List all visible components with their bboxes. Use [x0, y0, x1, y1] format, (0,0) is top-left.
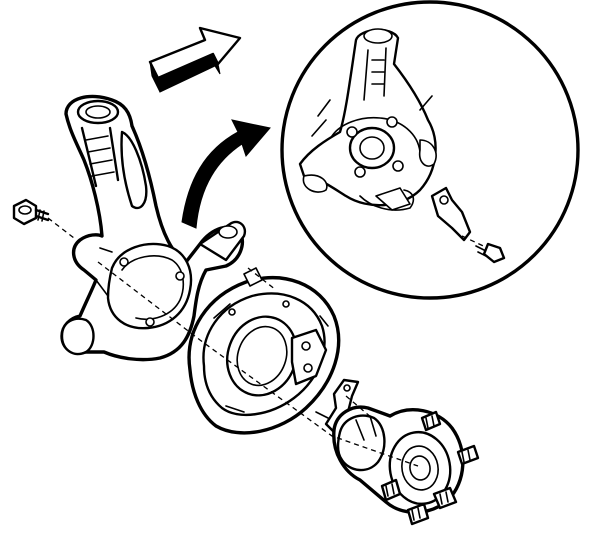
- wheel-stud: [420, 410, 442, 432]
- wheel-stud: [456, 444, 480, 466]
- curved-pointer-arrow: [181, 119, 271, 229]
- wheel-stud: [406, 502, 430, 526]
- steering-knuckle: [60, 94, 247, 362]
- assembly-centerline: [97, 261, 419, 467]
- wheel-stud: [380, 478, 402, 502]
- direction-arrow: [148, 26, 242, 93]
- wheel-studs: [380, 410, 480, 526]
- inset-knuckle: [298, 28, 437, 211]
- wheel-stud: [432, 486, 458, 510]
- inset-sensor-bracket: [430, 186, 506, 264]
- knuckle-bolt: [12, 198, 75, 239]
- inset-bolt: [475, 242, 506, 264]
- brake-backing-plate: [187, 267, 341, 435]
- detail-inset-circle: [280, 0, 580, 300]
